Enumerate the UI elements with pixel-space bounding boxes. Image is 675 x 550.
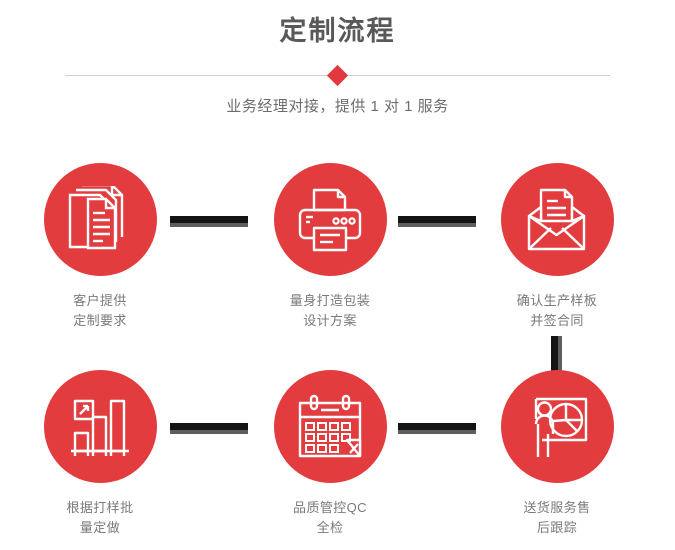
connector-bar — [170, 423, 248, 430]
flow-step-6-label: 送货服务售 后跟踪 — [523, 500, 591, 535]
diamond-icon — [326, 64, 349, 86]
connector-horizontal-4 — [398, 423, 476, 434]
connector-horizontal-1 — [170, 216, 248, 227]
flow-step-3-label: 确认生产样板 并签合同 — [516, 293, 598, 328]
step-5-circle — [273, 370, 387, 483]
flow-step-5[interactable]: 品质管控QC 全检 — [240, 357, 420, 538]
open-envelope-icon — [527, 188, 586, 250]
page-title: 定制流程 — [279, 16, 396, 46]
presentation-pie-chart-icon — [534, 397, 588, 457]
flow-row-bottom: 根据打样批 量定做 — [0, 357, 675, 547]
connector-shadow — [170, 430, 248, 434]
connector-shadow — [398, 223, 476, 227]
step-4-circle — [43, 370, 157, 483]
connector-shadow — [558, 336, 562, 374]
connector-vertical — [551, 336, 562, 374]
step-6-circle — [500, 370, 614, 483]
flow-row-top: 客户提供 定制要求 — [0, 150, 675, 374]
printer-icon — [298, 188, 362, 251]
step-2-circle — [273, 163, 387, 276]
flow-step-5-label: 品质管控QC 全检 — [293, 500, 367, 535]
connector-bar — [398, 216, 476, 223]
flow-step-4-label: 根据打样批 量定做 — [66, 500, 134, 535]
step-1-circle — [43, 163, 157, 276]
connector-horizontal-2 — [398, 216, 476, 227]
connector-shadow — [398, 430, 476, 434]
bar-chart-growth-icon — [71, 399, 129, 456]
connector-horizontal-3 — [170, 423, 248, 434]
flow-step-2-label: 量身打造包装 设计方案 — [289, 293, 371, 328]
flow-step-4[interactable]: 根据打样批 量定做 — [10, 357, 190, 538]
flow-step-1-label: 客户提供 定制要求 — [73, 293, 127, 328]
connector-bar — [170, 216, 248, 223]
flow-step-2[interactable]: 量身打造包装 设计方案 — [240, 150, 420, 331]
connector-shadow — [170, 223, 248, 227]
flow-step-1[interactable]: 客户提供 定制要求 — [10, 150, 190, 331]
step-3-circle — [500, 163, 614, 276]
documents-stack-icon — [68, 185, 124, 249]
connector-bar — [398, 423, 476, 430]
flow-step-6[interactable]: 送货服务售 后跟踪 — [467, 357, 647, 538]
calendar-icon — [298, 394, 362, 457]
process-flow: 客户提供 定制要求 — [0, 150, 675, 550]
connector-bar — [551, 336, 558, 374]
flow-step-3[interactable]: 确认生产样板 并签合同 — [467, 150, 647, 331]
subtitle: 业务经理对接，提供 1 对 1 服务 — [226, 98, 449, 115]
header: 定制流程 业务经理对接，提供 1 对 1 服务 — [0, 0, 675, 117]
divider — [65, 64, 610, 86]
